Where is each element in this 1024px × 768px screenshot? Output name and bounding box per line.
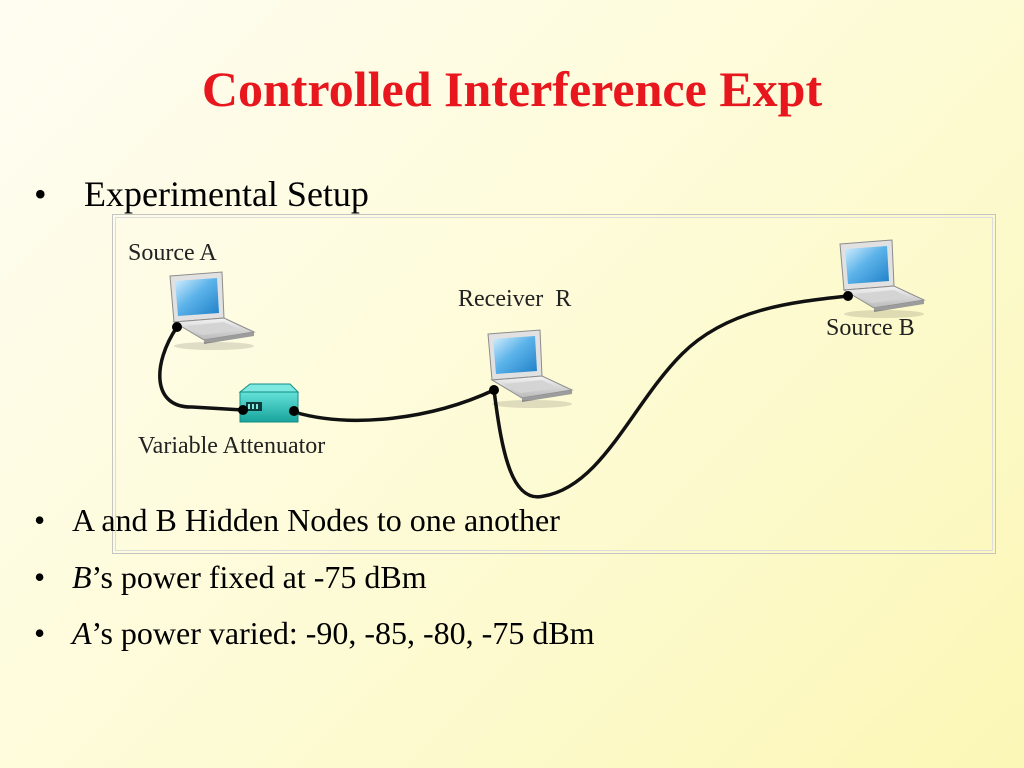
connector-dot — [289, 406, 299, 416]
slide-title: Controlled Interference Expt — [201, 61, 823, 117]
bullet-hidden-nodes: • A and B Hidden Nodes to one another — [34, 502, 560, 539]
connector-dot — [489, 385, 499, 395]
attenuator-box-icon — [238, 383, 300, 423]
bullet-text: Experimental Setup — [84, 174, 369, 214]
laptop-icon — [169, 271, 256, 350]
diagram-canvas — [112, 214, 996, 554]
bullet-italic-node: B — [72, 559, 92, 595]
bullet-symbol: • — [34, 174, 47, 214]
laptop-icon — [487, 329, 574, 408]
laptop-icon — [839, 239, 926, 318]
attenuator-label: Variable Attenuator — [138, 433, 326, 459]
diagram-frame-outer — [112, 214, 996, 554]
source-a-label: Source A — [128, 240, 217, 266]
bullet-text: A and B Hidden Nodes to one another — [72, 502, 560, 538]
diagram-frame-inner — [115, 217, 993, 551]
connector-dot — [172, 322, 182, 332]
connector-dot — [843, 291, 853, 301]
bullet-text: ’s power fixed at -75 dBm — [91, 559, 427, 595]
bullet-a-power: • A’s power varied: -90, -85, -80, -75 dB… — [34, 615, 595, 652]
bullet-experimental-setup: • Experimental Setup — [34, 173, 369, 215]
connector-dot — [238, 405, 248, 415]
bullet-symbol: • — [34, 502, 46, 538]
bullet-italic-node: A — [72, 615, 92, 651]
cable-attenuator-receiver — [293, 388, 495, 423]
cable-receiver-source-b — [492, 294, 849, 499]
bullet-symbol: • — [34, 559, 46, 595]
setup-diagram: Source A Receiver R Source B Variable At… — [112, 214, 996, 554]
bullet-text: ’s power varied: -90, -85, -80, -75 dBm — [91, 615, 595, 651]
source-b-label: Source B — [826, 315, 915, 341]
bullet-b-power: • B’s power fixed at -75 dBm — [34, 559, 427, 596]
receiver-label: Receiver R — [458, 286, 572, 312]
bullet-symbol: • — [34, 615, 46, 651]
cable-a-attenuator — [158, 326, 244, 412]
